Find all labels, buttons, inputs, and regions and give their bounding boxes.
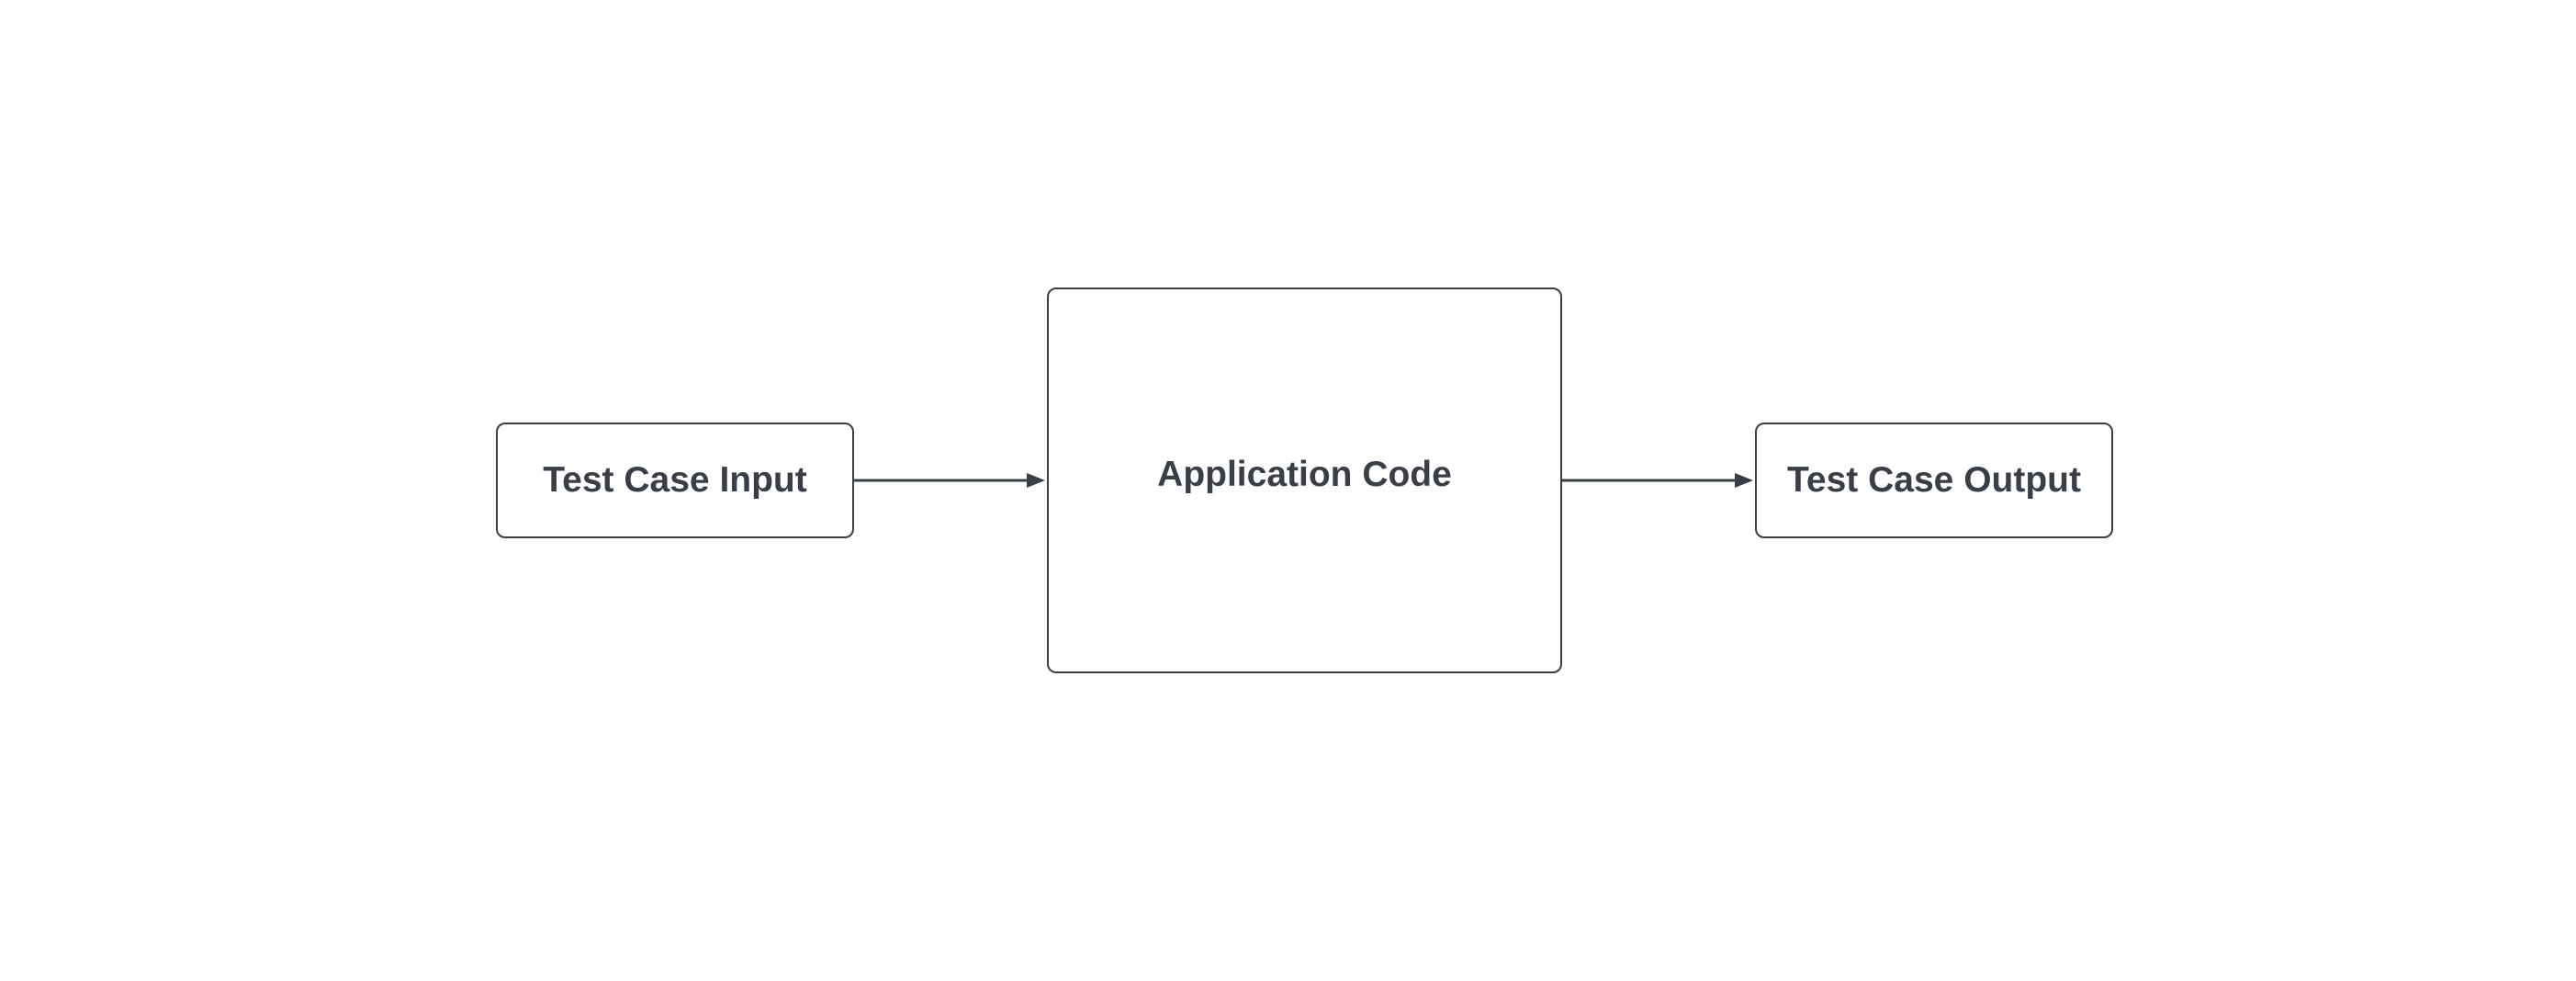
test-case-input-box[interactable]: Test Case Input xyxy=(496,423,854,538)
test-case-output-box[interactable]: Test Case Output xyxy=(1755,423,2113,538)
arrow-input-to-app-head xyxy=(1027,473,1045,488)
arrow-input-to-app[interactable] xyxy=(854,473,1045,488)
test-case-output-label: Test Case Output xyxy=(1787,460,2081,500)
arrow-app-to-output-head xyxy=(1735,473,1753,488)
application-code-box[interactable]: Application Code xyxy=(1047,288,1562,673)
arrow-app-to-output[interactable] xyxy=(1562,473,1753,488)
test-case-input-label: Test Case Input xyxy=(543,460,807,500)
application-code-label: Application Code xyxy=(1157,455,1452,494)
